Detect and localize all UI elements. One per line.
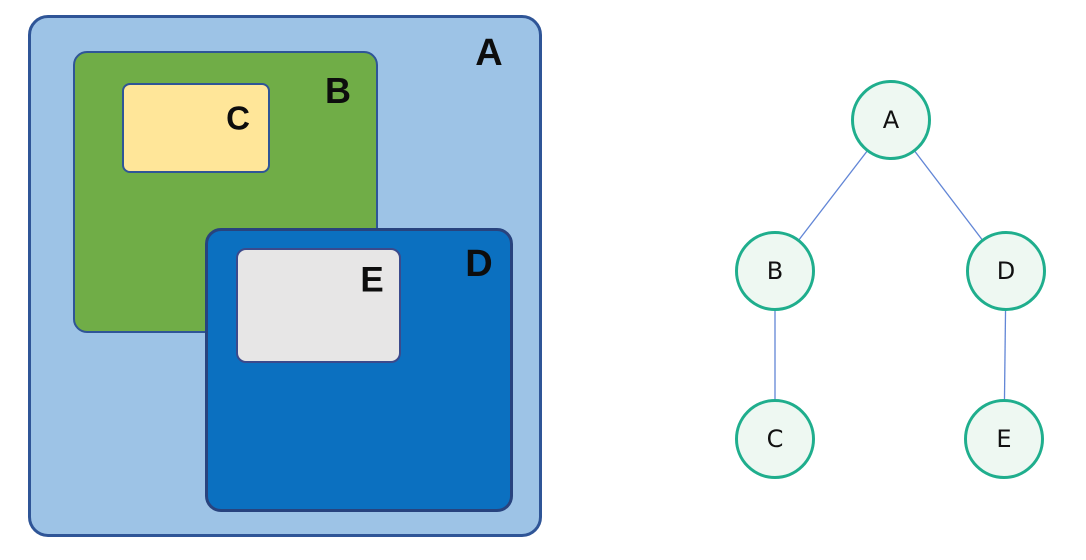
set-box-d-label: D xyxy=(465,243,493,285)
tree-node-c-label: C xyxy=(766,425,784,453)
tree-node-c: C xyxy=(735,399,815,479)
tree-node-e-label: E xyxy=(996,425,1012,453)
tree-node-e: E xyxy=(964,399,1044,479)
tree-node-d: D xyxy=(966,231,1046,311)
set-box-a-label: A xyxy=(475,32,503,74)
set-box-e xyxy=(236,248,401,363)
tree-node-a-label: A xyxy=(882,106,900,134)
set-box-c xyxy=(122,83,270,173)
tree-node-d-label: D xyxy=(996,257,1016,285)
tree-node-b-label: B xyxy=(766,257,784,285)
set-box-c-label: C xyxy=(226,99,250,137)
tree-node-b: B xyxy=(735,231,815,311)
set-box-b-label: B xyxy=(325,70,351,111)
tree-node-a: A xyxy=(851,80,931,160)
set-box-e-label: E xyxy=(360,260,384,300)
